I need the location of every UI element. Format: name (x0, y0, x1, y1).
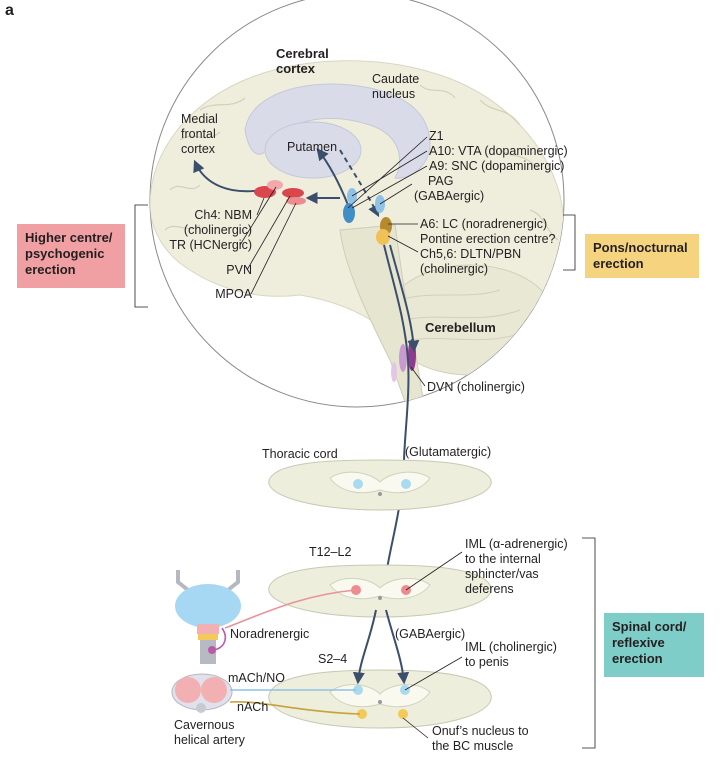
tr-nucleus (267, 180, 283, 190)
label-putamen: Putamen (287, 140, 338, 154)
label-s2-s4: S2–4 (318, 652, 348, 666)
label-pontine: Pontine erection centre? (420, 232, 556, 246)
pons-bracket (563, 214, 576, 271)
label-cerebellum: Cerebellum (425, 320, 496, 335)
label-mach-no: mACh/NO (228, 671, 285, 685)
gabaergic-arrow-right (385, 609, 410, 685)
dvn-nucleus-2 (399, 344, 407, 372)
putamen-shape (264, 121, 362, 179)
label-noradrenergic: Noradrenergic (230, 627, 310, 641)
label-dvn: DVN (cholinergic) (427, 380, 525, 394)
t12-l2-cord-section (268, 564, 492, 618)
descending-pathway-a (378, 244, 410, 603)
label-tr: TR (HCNergic) (169, 238, 252, 252)
label-pag: PAG(GABAergic) (414, 174, 485, 203)
label-a10-vta: A10: VTA (dopaminergic) (429, 144, 568, 158)
label-pvn: PVN (226, 263, 252, 277)
pvn-nucleus (282, 188, 304, 198)
label-ch56: Ch5,6: DLTN/PBN(cholinergic) (420, 247, 522, 276)
label-ch4-nbm: Ch4: NBM(cholinergic) (183, 208, 252, 237)
spinal-bracket (582, 537, 596, 749)
label-iml-cholinergic: IML (cholinergic)to penis (465, 640, 557, 669)
thoracic-cord-section (268, 459, 492, 511)
vta-nucleus (343, 203, 355, 223)
pathway-to-frontal-cortex (193, 159, 263, 193)
label-gabaergic: (GABAergic) (395, 627, 466, 641)
pathway-to-putamen (316, 148, 349, 206)
label-a9-snc: A9: SNC (dopaminergic) (429, 159, 565, 173)
pointer-lines (239, 136, 463, 739)
higher-bracket (134, 204, 148, 308)
gabaergic-arrow-left (352, 609, 377, 685)
label-z1: Z1 (429, 129, 444, 143)
gyri (164, 84, 559, 241)
label-glutamatergic: (Glutamatergic) (405, 445, 492, 459)
ch56-nucleus (376, 229, 390, 245)
descending-pathway-b (389, 244, 420, 353)
label-t12-l2: T12–L2 (309, 545, 352, 559)
label-a6-lc: A6: LC (noradrenergic) (420, 217, 548, 231)
panel-label: a (5, 2, 14, 19)
s2-s4-cord-section (268, 669, 492, 729)
dvn-nucleus-3 (391, 362, 397, 382)
dashed-pathway (339, 149, 380, 218)
noradrenergic-nerve (224, 589, 357, 629)
label-thoracic-cord: Thoracic cord (262, 447, 338, 461)
penis-cross-section (171, 673, 233, 713)
label-mpoa: MPOA (215, 287, 252, 301)
label-nach: nACh (237, 700, 269, 714)
mpoa-nucleus (286, 197, 306, 205)
nach-nerve (229, 700, 361, 715)
bladder-illustration (175, 570, 241, 664)
